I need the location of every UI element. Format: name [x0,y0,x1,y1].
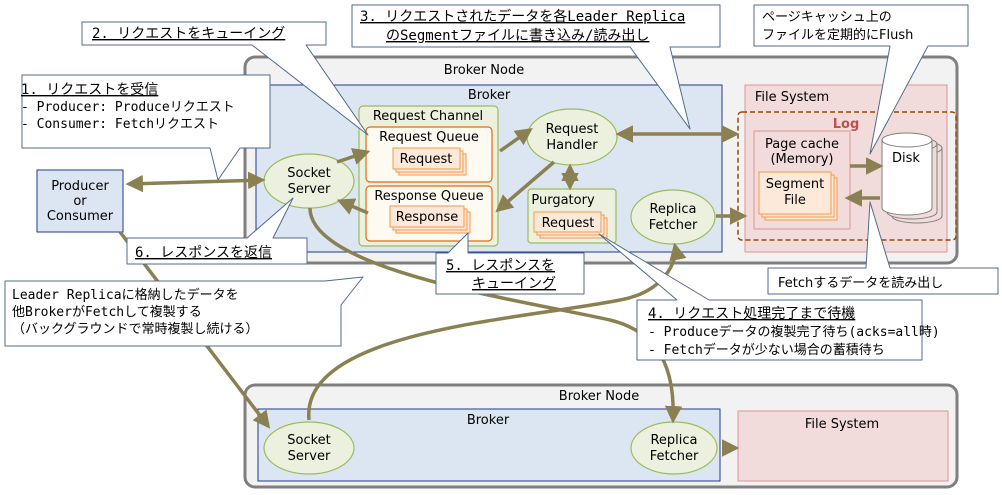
callout-flush-line-1: ページキャッシュ上の [762,10,892,25]
callout-fetch-read: Fetchするデータを読み出し [767,201,999,295]
bottom-socket-label-2: Server [288,449,331,464]
callout-2-queue-request: 2. リクエストをキューイング [81,21,369,136]
bottom-broker-node: Broker Node Broker File System Socket Se… [243,383,959,489]
callout-5-line-1: 5. レスポンスを [446,258,555,274]
purgatory-item-label: Request [542,216,595,231]
request-channel-label: Request Channel [373,109,483,124]
callout-flush: ページキャッシュ上の ファイルを定期的にFlush [753,4,969,155]
request-item-label: Request [400,152,453,167]
arrow-socket-requestqueue [336,148,371,165]
disk-label: Disk [892,151,920,166]
top-node-label: Broker Node [444,63,524,78]
response-item-label: Response [396,210,458,225]
bottom-broker-label: Broker [467,413,510,428]
client-label-2: or [73,194,87,209]
callout-3-write-read-segment: 3. リクエストされたデータを各Leader Replica のSegmentフ… [351,4,721,130]
callout-replication-line-3: （バックグラウンドで常時複製し続ける） [12,321,258,337]
request-queue-label: Request Queue [379,130,479,145]
client-label-3: Consumer [47,209,114,224]
callout-5-queue-response: 5. レスポンスを キューイング [435,232,585,295]
socket-server-label-1: Socket [287,166,331,181]
page-cache-label-2: (Memory) [770,152,833,167]
bottom-file-system-frame [737,410,949,482]
log-frame [737,111,957,241]
client-label-1: Producer [51,179,109,194]
callout-3-line-2: のSegmentファイルに書き込み/読み出し [386,27,649,44]
client-box [36,169,124,233]
callout-3-line-1: 3. リクエストされたデータを各Leader Replica [360,8,685,25]
callout-6-title: 6. レスポンスを返信 [135,245,272,261]
page-cache-label-1: Page cache [765,137,839,152]
request-handler-label-1: Request [546,122,599,137]
callout-4-wait-completion: 4. リクエスト処理完了まで待機 - Produceデータの複製完了待ち(ack… [598,233,940,361]
bottom-socket-label-1: Socket [287,433,331,448]
callout-1-receive-request: 1. リクエストを受信 - Producer: Produceリクエスト - C… [21,74,271,181]
purgatory-item [533,211,602,233]
arrow-queue-handler [498,127,533,153]
segment-file-box [758,171,832,215]
bottom-file-system-label: File System [805,417,879,432]
callout-fetch-read-text: Fetchするデータを読み出し [778,275,943,291]
top-broker-label: Broker [468,88,511,103]
callout-replication-line-1: Leader Replicaに格納したデータを [12,287,239,303]
log-label: Log [833,117,860,132]
replica-fetcher-node [630,189,716,245]
callout-replication: Leader Replicaに格納したデータを 他BrokerがFetchして複… [4,276,364,347]
top-file-system-label: File System [755,90,829,105]
replica-fetcher-label-1: Replica [649,202,696,217]
bottom-fetcher-label-2: Fetcher [650,449,699,464]
request-handler-label-2: Handler [546,138,598,153]
replica-fetcher-label-2: Fetcher [649,218,698,233]
bottom-replica-fetcher-node [630,421,718,475]
response-item [389,205,465,228]
segment-label-2: File [784,193,806,208]
callout-4-line-2: - Fetchデータが少ない場合の蓄積待ち [648,342,885,358]
purgatory-label: Purgatory [531,193,595,208]
callout-2-title: 2. リクエストをキューイング [92,26,285,42]
arrow-handler-responsequeue [495,160,556,213]
callout-flush-line-2: ファイルを定期的にFlush [762,27,913,43]
callout-1-line-1: - Producer: Produceリクエスト [21,100,235,115]
segment-label-1: Segment [766,177,825,192]
disk-icon [881,132,943,224]
response-queue-label: Response Queue [374,189,483,204]
bottom-socket-server-node [263,421,355,475]
arrow-responsequeue-socket [336,198,369,215]
bottom-node-label: Broker Node [559,389,639,404]
callout-4-line-1: - Produceデータの複製完了待ち(acks=all時) [648,324,940,340]
callout-1-title: 1. リクエストを受信 [21,82,158,98]
request-item [392,147,461,170]
callout-6-send-response: 6. レスポンスを返信 [126,197,308,265]
arrow-client-socket [125,171,266,193]
callout-replication-line-2: 他BrokerがFetchして複製する [12,304,202,320]
bottom-fetcher-label-1: Replica [650,433,697,448]
top-broker-node: Broker Node Broker File System Request C… [243,55,959,265]
callout-4-title: 4. リクエスト処理完了まで待機 [648,306,855,322]
callout-5-line-2: キューイング [472,276,556,292]
socket-server-label-2: Server [288,182,331,197]
request-handler-node [526,108,618,166]
callout-1-line-2: - Consumer: Fetchリクエスト [21,117,219,132]
